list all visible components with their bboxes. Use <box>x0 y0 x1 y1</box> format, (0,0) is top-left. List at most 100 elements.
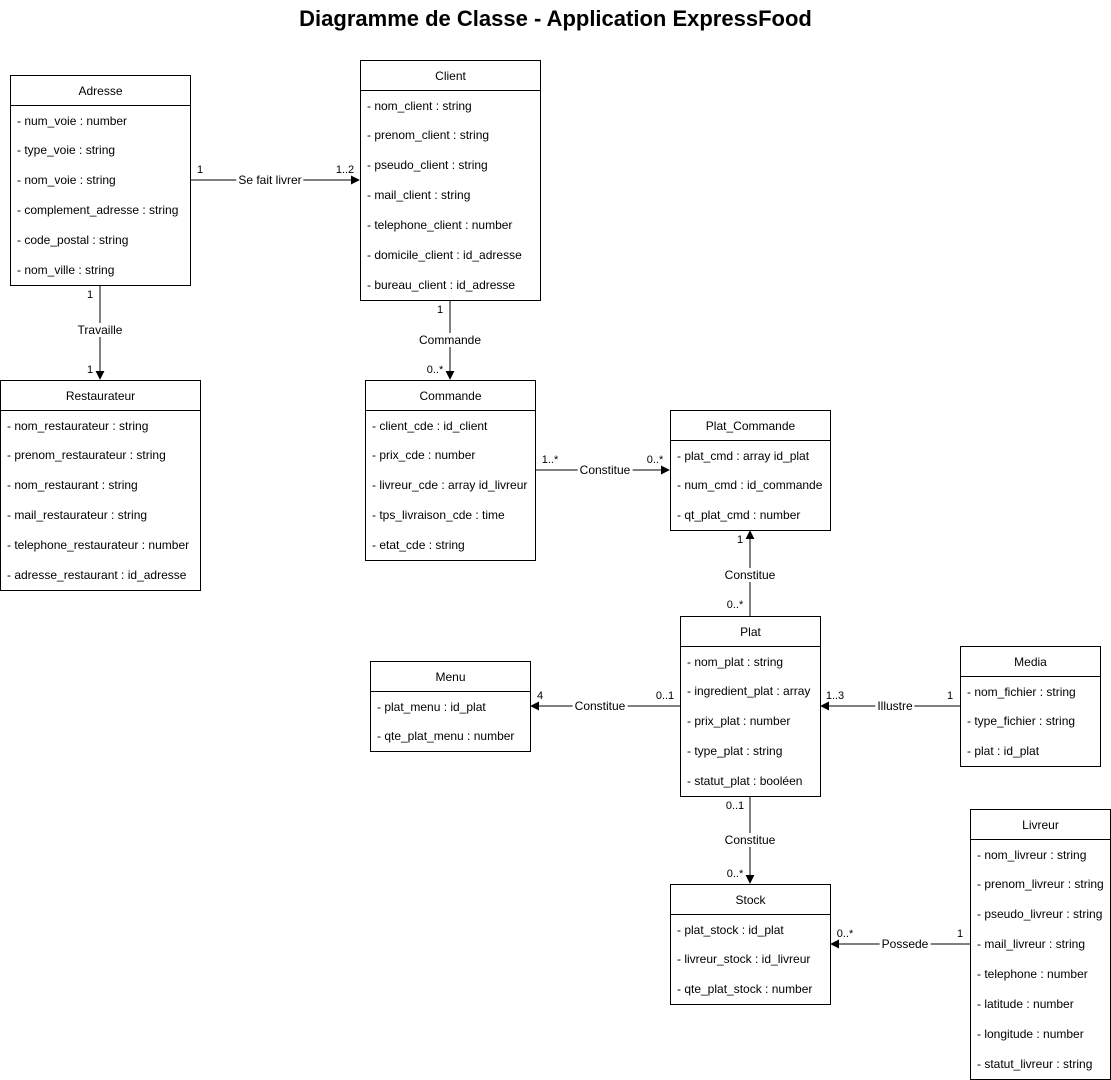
relation-label: Constitue <box>722 568 778 582</box>
attribute: - domicile_client : id_adresse <box>367 248 522 262</box>
class-name: Menu <box>371 662 530 692</box>
attribute: - code_postal : string <box>17 233 129 247</box>
multiplicity: 1 <box>436 304 444 316</box>
class-name: Livreur <box>971 810 1110 840</box>
class-commande[interactable]: Commande - client_cde : id_client - prix… <box>365 380 536 561</box>
attribute-list: - nom_fichier : string - type_fichier : … <box>961 677 1100 766</box>
attribute: - num_cmd : id_commande <box>677 478 823 492</box>
attribute: - nom_client : string <box>367 99 472 113</box>
attribute: - type_plat : string <box>687 744 783 758</box>
multiplicity: 1 <box>86 364 94 376</box>
multiplicity: 1..3 <box>825 690 845 702</box>
multiplicity: 1 <box>196 164 204 176</box>
class-name: Plat_Commande <box>671 411 830 441</box>
attribute: - nom_restaurateur : string <box>7 419 149 433</box>
attribute: - prix_plat : number <box>687 714 791 728</box>
multiplicity: 1 <box>946 690 954 702</box>
attribute: - qte_plat_stock : number <box>677 982 813 996</box>
multiplicity: 0..* <box>646 454 664 466</box>
attribute-list: - nom_plat : string - ingredient_plat : … <box>681 647 820 796</box>
class-name: Plat <box>681 617 820 647</box>
class-adresse[interactable]: Adresse - num_voie : number - type_voie … <box>10 75 191 286</box>
attribute: - nom_plat : string <box>687 655 784 669</box>
class-name: Restaurateur <box>1 381 200 411</box>
attribute: - mail_client : string <box>367 188 471 202</box>
relation-label: Constitue <box>572 699 628 713</box>
attribute: - plat_cmd : array id_plat <box>677 449 810 463</box>
attribute: - mail_restaurateur : string <box>7 508 148 522</box>
attribute-list: - plat_menu : id_plat - qte_plat_menu : … <box>371 692 530 751</box>
attribute: - num_voie : number <box>17 114 128 128</box>
attribute: - qte_plat_menu : number <box>377 729 515 743</box>
multiplicity: 1 <box>956 928 964 940</box>
relation-label: Illustre <box>875 699 915 713</box>
attribute-list: - plat_stock : id_plat - livreur_stock :… <box>671 915 830 1004</box>
attribute: - mail_livreur : string <box>977 937 1086 951</box>
attribute: - pseudo_client : string <box>367 158 488 172</box>
relation-label: Se fait livrer <box>236 173 304 187</box>
attribute: - nom_fichier : string <box>967 685 1076 699</box>
attribute: - statut_plat : booléen <box>687 774 803 788</box>
attribute: - plat_stock : id_plat <box>677 923 784 937</box>
multiplicity: 0..1 <box>655 690 675 702</box>
multiplicity: 0..* <box>426 364 444 376</box>
attribute: - qt_plat_cmd : number <box>677 508 801 522</box>
multiplicity: 1 <box>736 534 744 546</box>
attribute: - pseudo_livreur : string <box>977 907 1103 921</box>
multiplicity: 1..2 <box>335 164 355 176</box>
relation-label: Possede <box>879 937 931 951</box>
class-stock[interactable]: Stock - plat_stock : id_plat - livreur_s… <box>670 884 831 1005</box>
attribute-list: - client_cde : id_client - prix_cde : nu… <box>366 411 535 560</box>
attribute: - telephone_restaurateur : number <box>7 538 190 552</box>
attribute: - prenom_client : string <box>367 128 490 142</box>
class-name: Stock <box>671 885 830 915</box>
attribute: - type_voie : string <box>17 143 116 157</box>
class-plat-commande[interactable]: Plat_Commande - plat_cmd : array id_plat… <box>670 410 831 531</box>
class-livreur[interactable]: Livreur - nom_livreur : string - prenom_… <box>970 809 1111 1080</box>
relation-label: Commande <box>416 333 484 347</box>
attribute-list: - num_voie : number - type_voie : string… <box>11 106 190 285</box>
multiplicity: 1..* <box>541 454 559 466</box>
class-media[interactable]: Media - nom_fichier : string - type_fich… <box>960 646 1101 767</box>
class-menu[interactable]: Menu - plat_menu : id_plat - qte_plat_me… <box>370 661 531 752</box>
class-plat[interactable]: Plat - nom_plat : string - ingredient_pl… <box>680 616 821 797</box>
attribute: - adresse_restaurant : id_adresse <box>7 568 187 582</box>
multiplicity: 0..* <box>726 599 744 611</box>
attribute: - telephone_client : number <box>367 218 513 232</box>
class-name: Media <box>961 647 1100 677</box>
attribute: - livreur_cde : array id_livreur <box>372 478 528 492</box>
attribute: - nom_voie : string <box>17 173 116 187</box>
multiplicity: 0..* <box>836 928 854 940</box>
attribute: - etat_cde : string <box>372 538 465 552</box>
attribute: - bureau_client : id_adresse <box>367 278 516 292</box>
attribute: - prenom_livreur : string <box>977 877 1104 891</box>
attribute: - type_fichier : string <box>967 714 1076 728</box>
attribute: - livreur_stock : id_livreur <box>677 952 811 966</box>
attribute: - nom_livreur : string <box>977 848 1087 862</box>
class-name: Client <box>361 61 540 91</box>
attribute-list: - plat_cmd : array id_plat - num_cmd : i… <box>671 441 830 530</box>
multiplicity: 0..* <box>726 868 744 880</box>
class-restaurateur[interactable]: Restaurateur - nom_restaurateur : string… <box>0 380 201 591</box>
attribute: - nom_restaurant : string <box>7 478 138 492</box>
attribute: - ingredient_plat : array <box>687 684 811 698</box>
attribute-list: - nom_restaurateur : string - prenom_res… <box>1 411 200 590</box>
attribute: - prenom_restaurateur : string <box>7 448 166 462</box>
attribute: - prix_cde : number <box>372 448 476 462</box>
attribute: - latitude : number <box>977 997 1074 1011</box>
diagram-title: Diagramme de Classe - Application Expres… <box>299 6 812 31</box>
class-client[interactable]: Client - nom_client : string - prenom_cl… <box>360 60 541 301</box>
attribute: - client_cde : id_client <box>372 419 488 433</box>
attribute: - complement_adresse : string <box>17 203 179 217</box>
multiplicity: 1 <box>86 289 94 301</box>
attribute: - telephone : number <box>977 967 1088 981</box>
attribute: - tps_livraison_cde : time <box>372 508 505 522</box>
attribute: - nom_ville : string <box>17 263 115 277</box>
attribute-list: - nom_livreur : string - prenom_livreur … <box>971 840 1110 1079</box>
attribute-list: - nom_client : string - prenom_client : … <box>361 91 540 300</box>
attribute: - plat : id_plat <box>967 744 1040 758</box>
relation-label: Constitue <box>577 463 633 477</box>
attribute: - statut_livreur : string <box>977 1057 1093 1071</box>
multiplicity: 4 <box>536 690 544 702</box>
class-name: Commande <box>366 381 535 411</box>
